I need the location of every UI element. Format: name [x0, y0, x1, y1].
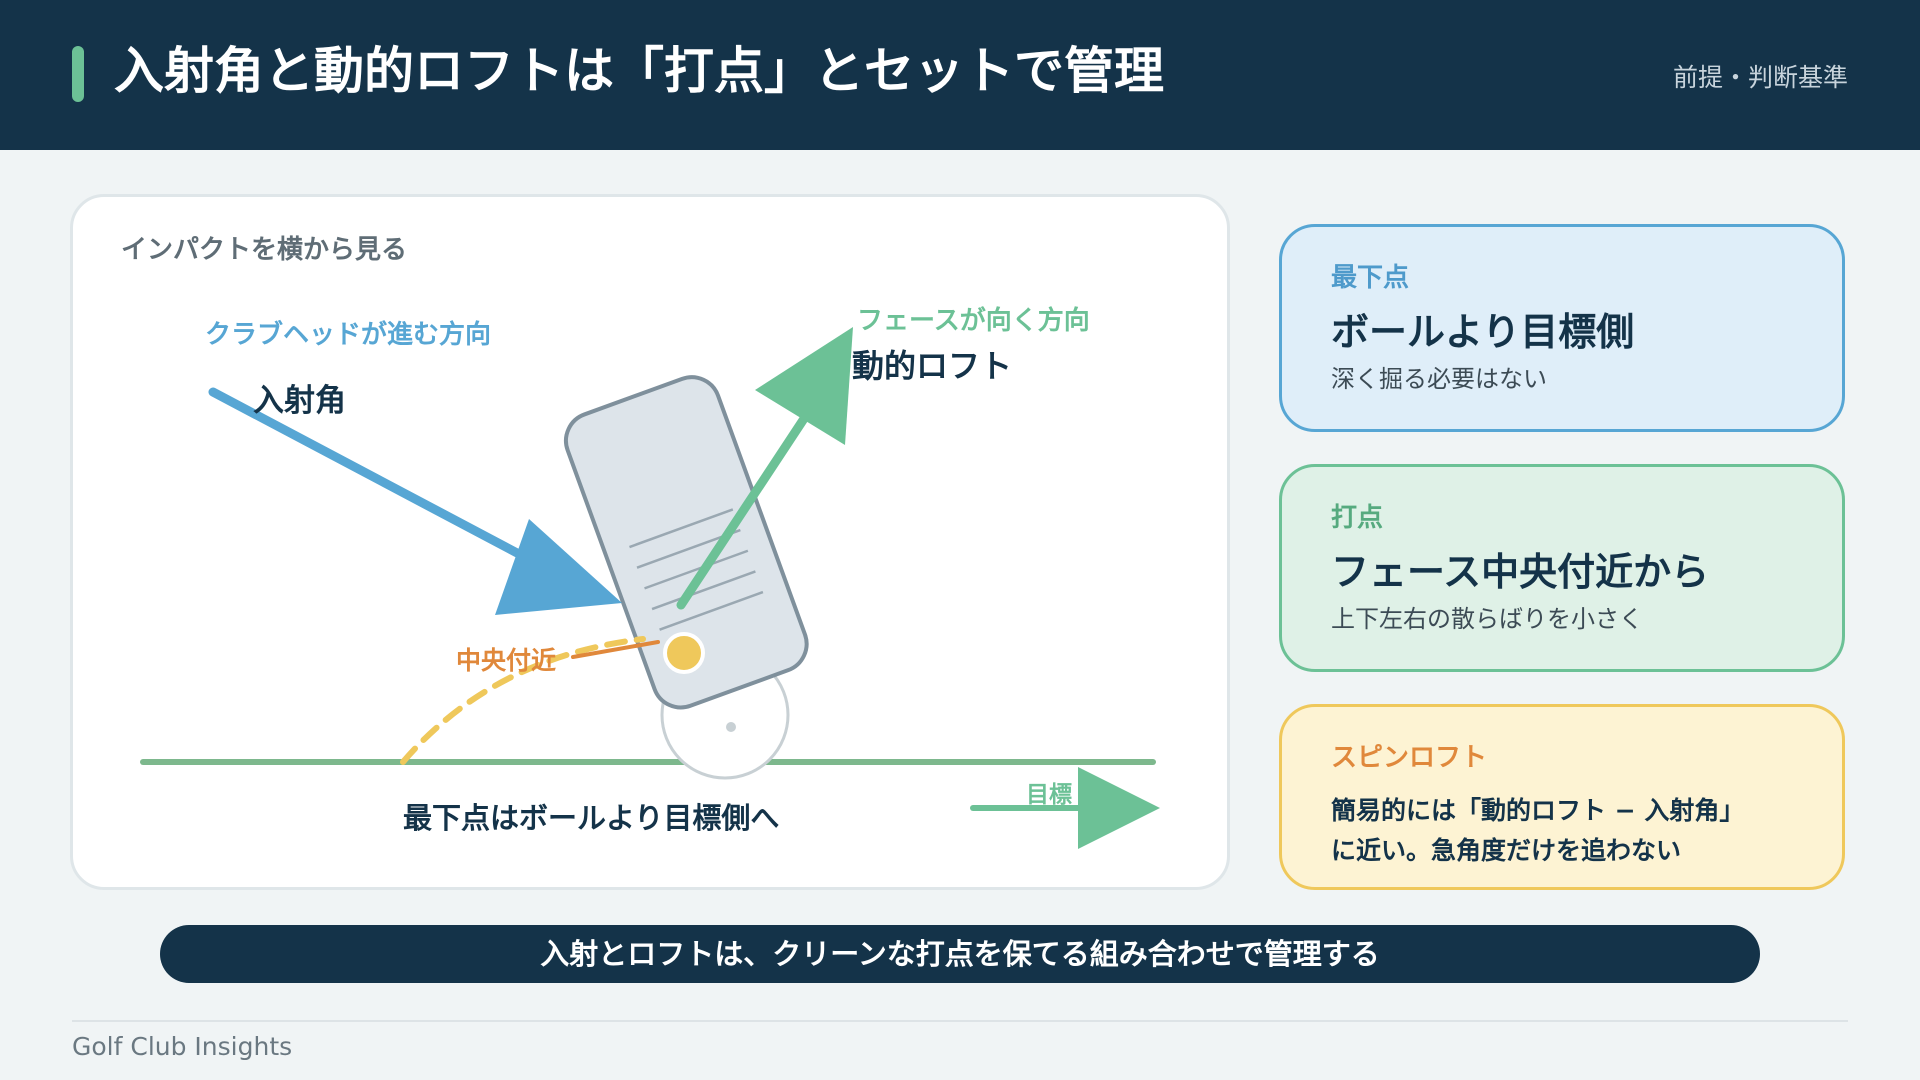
low-point-card: 最下点 ボールより目標側 深く掘る必要はない [1279, 224, 1845, 432]
dynamic-loft-label: 動的ロフト [852, 347, 1012, 385]
footer-brand: Golf Club Insights [72, 1032, 293, 1061]
card-headline: フェース中央付近から [1331, 550, 1710, 594]
card-kicker: 打点 [1331, 503, 1384, 533]
face-groove [644, 549, 749, 590]
face-direction-label: フェースが向く方向 [857, 305, 1090, 336]
club-path-arrowhead [495, 519, 622, 615]
card-kicker: 最下点 [1331, 263, 1410, 293]
section-tag: 前提・判断基準 [1672, 63, 1848, 92]
ball-dimple [726, 722, 736, 732]
club-path-arrow [208, 387, 558, 577]
strike-point-marker [663, 632, 705, 674]
face-direction-arrow [676, 400, 818, 610]
card-body: 簡易的には「動的ロフト − 入射角」 に近い。急角度だけを追わない [1331, 791, 1842, 871]
card-subtext: 深く掘る必要はない [1331, 365, 1547, 393]
title-accent-bar [72, 46, 84, 102]
club-path-label: クラブヘッドが進む方向 [205, 319, 491, 350]
summary-banner: 入射とロフトは、クリーンな打点を保てる組み合わせで管理する [160, 925, 1760, 983]
impact-diagram-panel: クラブヘッドが進む方向 入射角 フェースが向く方向 動的ロフト 中央付近 最下点… [70, 194, 1230, 890]
card-headline: ボールより目標側 [1331, 310, 1635, 354]
spin-loft-card: スピンロフト 簡易的には「動的ロフト − 入射角」 に近い。急角度だけを追わない [1279, 704, 1845, 890]
face-groove [651, 570, 756, 611]
face-groove [629, 508, 734, 549]
attack-angle-label: 入射角 [253, 383, 346, 419]
target-label: 目標 [1026, 782, 1072, 808]
face-direction-arrowhead [755, 327, 853, 445]
target-arrowhead [1078, 767, 1160, 849]
low-point-caption: 最下点はボールより目標側へ [403, 801, 779, 835]
card-body-line: 簡易的には「動的ロフト − 入射角」 [1331, 796, 1745, 825]
face-groove [659, 590, 764, 631]
page-title: 入射角と動的ロフトは「打点」とセットで管理 [114, 42, 1164, 100]
impact-diagram: クラブヘッドが進む方向 入射角 フェースが向く方向 動的ロフト 中央付近 最下点… [140, 305, 1160, 849]
footer-divider [72, 1020, 1848, 1022]
card-kicker: スピンロフト [1331, 743, 1488, 773]
low-point-path [400, 636, 646, 765]
center-strike-label: 中央付近 [456, 646, 556, 675]
panel-label: インパクトを横から見る [121, 235, 408, 265]
club-head [563, 375, 809, 710]
card-body-line: に近い。急角度だけを追わない [1331, 836, 1682, 865]
strike-leader-line [571, 640, 660, 659]
card-subtext: 上下左右の散らばりを小さく [1331, 605, 1643, 633]
club-face [563, 375, 809, 710]
header-bar: 入射角と動的ロフトは「打点」とセットで管理 前提・判断基準 [0, 0, 1920, 150]
strike-card: 打点 フェース中央付近から 上下左右の散らばりを小さく [1279, 464, 1845, 672]
